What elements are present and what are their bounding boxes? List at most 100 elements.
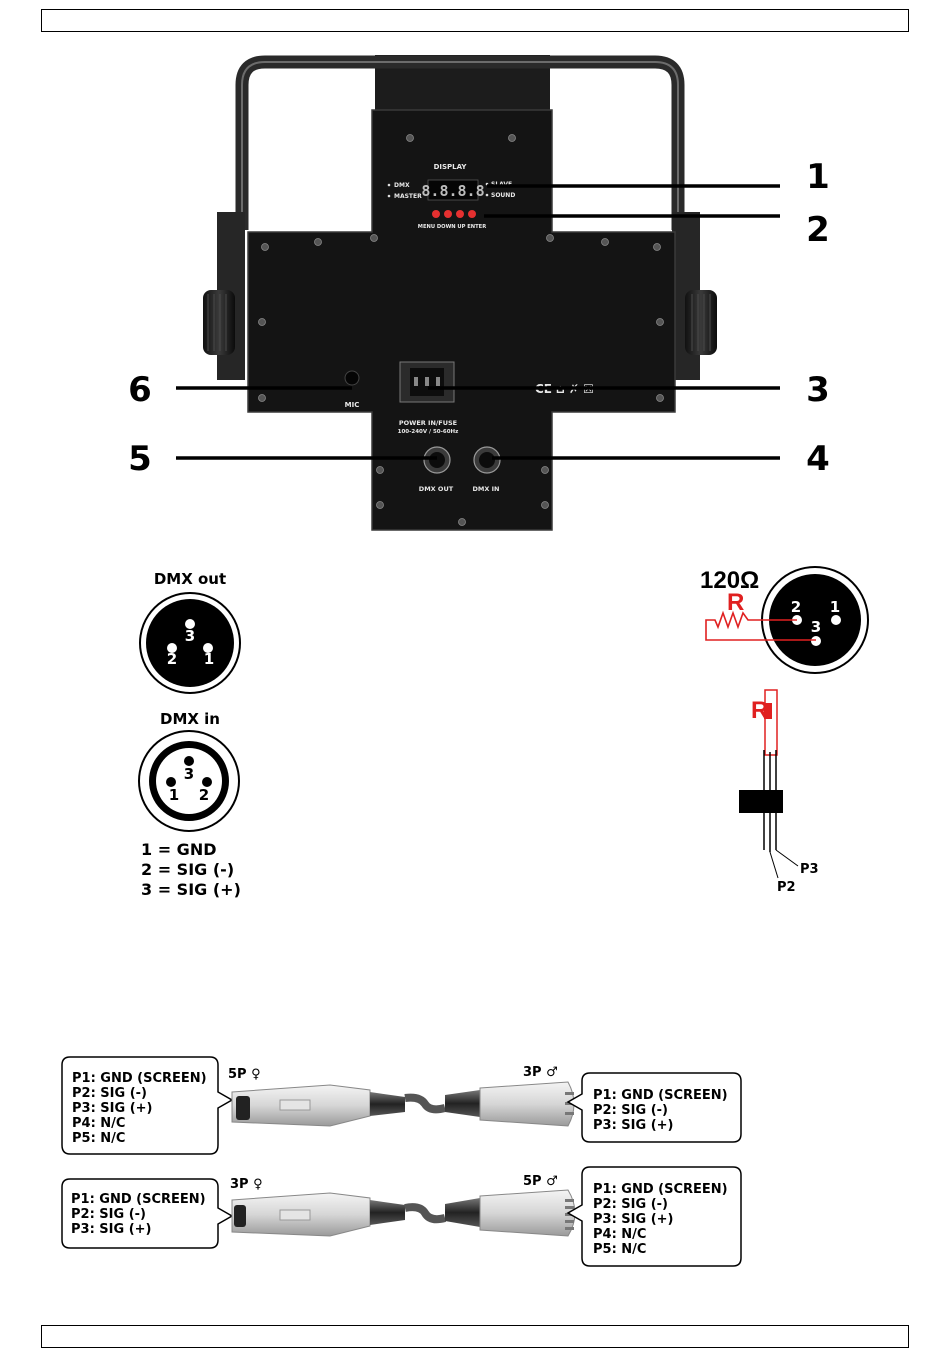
dmx-in-pinout: DMX in 3 1 2 xyxy=(138,710,240,832)
adapter-5p-to-3p: P1: GND (SCREEN) P2: SIG (-) P3: SIG (+)… xyxy=(61,1056,742,1155)
dmx-out-pin-1 xyxy=(203,643,213,653)
knob-grip-lines xyxy=(207,294,711,351)
header-resistor-label: R xyxy=(751,697,768,724)
header-pin-leaders xyxy=(769,849,799,879)
label-sound: SOUND xyxy=(491,192,515,199)
adapter1-cable xyxy=(404,1093,447,1114)
adapter2-boot-left xyxy=(370,1200,405,1225)
mic-label: MIC xyxy=(345,401,360,409)
adapter2-right-line-3: P3: SIG (+) xyxy=(593,1212,673,1227)
callout-2: 2 xyxy=(806,210,830,250)
adapter1-left-header: 5P ♀ xyxy=(228,1067,261,1082)
terminator-pin-1 xyxy=(831,615,841,625)
led-display-value: 8.8.8.8 xyxy=(421,182,484,200)
adapter2-latch xyxy=(279,1209,311,1221)
adapter2-boot-right xyxy=(445,1198,480,1227)
adapter2-right-line-1: P1: GND (SCREEN) xyxy=(593,1182,728,1197)
adapter2-cable xyxy=(404,1203,447,1224)
adapter1-left-line-3: P3: SIG (+) xyxy=(72,1101,152,1116)
adapter1-right-line-3: P3: SIG (+) xyxy=(593,1118,673,1133)
up-button xyxy=(456,210,464,218)
down-button xyxy=(444,210,452,218)
dmx-in-pin-1-label: 1 xyxy=(169,786,179,804)
adapter2-right-box xyxy=(566,1166,742,1267)
adapter1-left-box xyxy=(61,1056,234,1155)
adapter-3p-to-5p: P1: GND (SCREEN) P2: SIG (-) P3: SIG (+)… xyxy=(61,1166,742,1267)
label-master: MASTER xyxy=(394,193,422,200)
dmx-in-socket-inner xyxy=(479,452,495,468)
left-knob xyxy=(203,290,235,355)
header-resistor xyxy=(764,703,772,719)
adapter1-right-line-1: P1: GND (SCREEN) xyxy=(593,1088,728,1103)
resistance-value: 120Ω xyxy=(700,567,759,594)
adapter1-male-connector xyxy=(479,1081,575,1127)
dmx-out-pin-2-label: 2 xyxy=(167,650,177,668)
adapter2-male-connector xyxy=(479,1189,576,1237)
power-inlet-pins xyxy=(414,377,440,386)
dmx-out-socket-inner xyxy=(429,452,445,468)
dmx-in-pin-2-label: 2 xyxy=(199,786,209,804)
adapter2-right-line-4: P4: N/C xyxy=(593,1227,646,1242)
terminator-resistor-label: R xyxy=(727,589,744,616)
right-knob xyxy=(685,290,717,355)
dmx-out-title: DMX out xyxy=(154,570,226,588)
terminator-header: R P3 P2 xyxy=(739,689,819,895)
dmx-out-pin-2 xyxy=(167,643,177,653)
adapter1-left-line-1: P1: GND (SCREEN) xyxy=(72,1071,207,1086)
callout-5: 5 xyxy=(128,439,152,479)
adapter2-left-line-3: P3: SIG (+) xyxy=(71,1222,151,1237)
adapter1-left-line-5: P5: N/C xyxy=(72,1131,125,1146)
adapter1-female-face xyxy=(236,1096,250,1120)
power-label: POWER IN/FUSE xyxy=(399,419,457,427)
screws xyxy=(258,134,664,526)
led-display xyxy=(427,179,479,201)
callout-3: 3 xyxy=(806,370,830,410)
terminator-resistor-wire xyxy=(705,610,816,641)
adapter2-female-face xyxy=(234,1205,246,1227)
callout-lines xyxy=(176,184,780,460)
adapter1-left-line-4: P4: N/C xyxy=(72,1116,125,1131)
adapter2-right-line-5: P5: N/C xyxy=(593,1242,646,1257)
dmx-in-label: DMX IN xyxy=(473,485,500,493)
dmx-in-pin-2 xyxy=(202,777,212,787)
dmx-out-pin-3 xyxy=(185,619,195,629)
adapter1-right-line-2: P2: SIG (-) xyxy=(593,1103,668,1118)
adapter1-right-header: 3P ♂ xyxy=(523,1065,558,1080)
terminator-face xyxy=(769,574,861,666)
dmx-out-face xyxy=(146,599,234,687)
legend-line-3: 3 = SIG (+) xyxy=(141,880,241,899)
adapter2-right-line-2: P2: SIG (-) xyxy=(593,1197,668,1212)
adapter2-left-box xyxy=(61,1178,234,1249)
header-body xyxy=(739,790,783,813)
button-labels: MENU DOWN UP ENTER xyxy=(418,224,486,230)
adapter2-left-line-1: P1: GND (SCREEN) xyxy=(71,1192,206,1207)
terminator-pin-1-label: 1 xyxy=(830,598,840,616)
footer-bar xyxy=(41,1325,909,1348)
label-dmx: DMX xyxy=(394,182,410,189)
header-bar xyxy=(41,9,909,32)
menu-button xyxy=(432,210,440,218)
header-pin-p2: P2 xyxy=(777,880,796,895)
rear-plate xyxy=(247,109,676,531)
mic-hole xyxy=(344,370,360,386)
legend-line-2: 2 = SIG (-) xyxy=(141,860,234,879)
dmx-in-pin-3 xyxy=(184,756,194,766)
dmx-in-title: DMX in xyxy=(160,710,220,728)
terminator-pin-3 xyxy=(811,636,821,646)
adapter2-left-header: 3P ♀ xyxy=(230,1177,263,1192)
dmx-out-pin-3-label: 3 xyxy=(185,627,195,645)
dmx-in-pin-3-label: 3 xyxy=(184,765,194,783)
terminator-xlr: 120Ω 2 1 3 R xyxy=(700,566,869,674)
power-spec: 100-240V / 50-60Hz xyxy=(398,429,459,435)
callout-6: 6 xyxy=(128,370,152,410)
adapter1-boot-right xyxy=(445,1090,480,1117)
callout-4: 4 xyxy=(806,439,830,479)
adapter1-latch xyxy=(279,1099,311,1111)
dmx-out-pinout: DMX out 3 2 1 xyxy=(139,570,241,694)
dmx-in-face xyxy=(156,748,222,814)
header-pin-p3: P3 xyxy=(800,862,819,877)
adapter1-left-line-2: P2: SIG (-) xyxy=(72,1086,147,1101)
pin-legend: 1 = GND 2 = SIG (-) 3 = SIG (+) xyxy=(141,840,241,899)
dmx-out-pin-1-label: 1 xyxy=(204,650,214,668)
